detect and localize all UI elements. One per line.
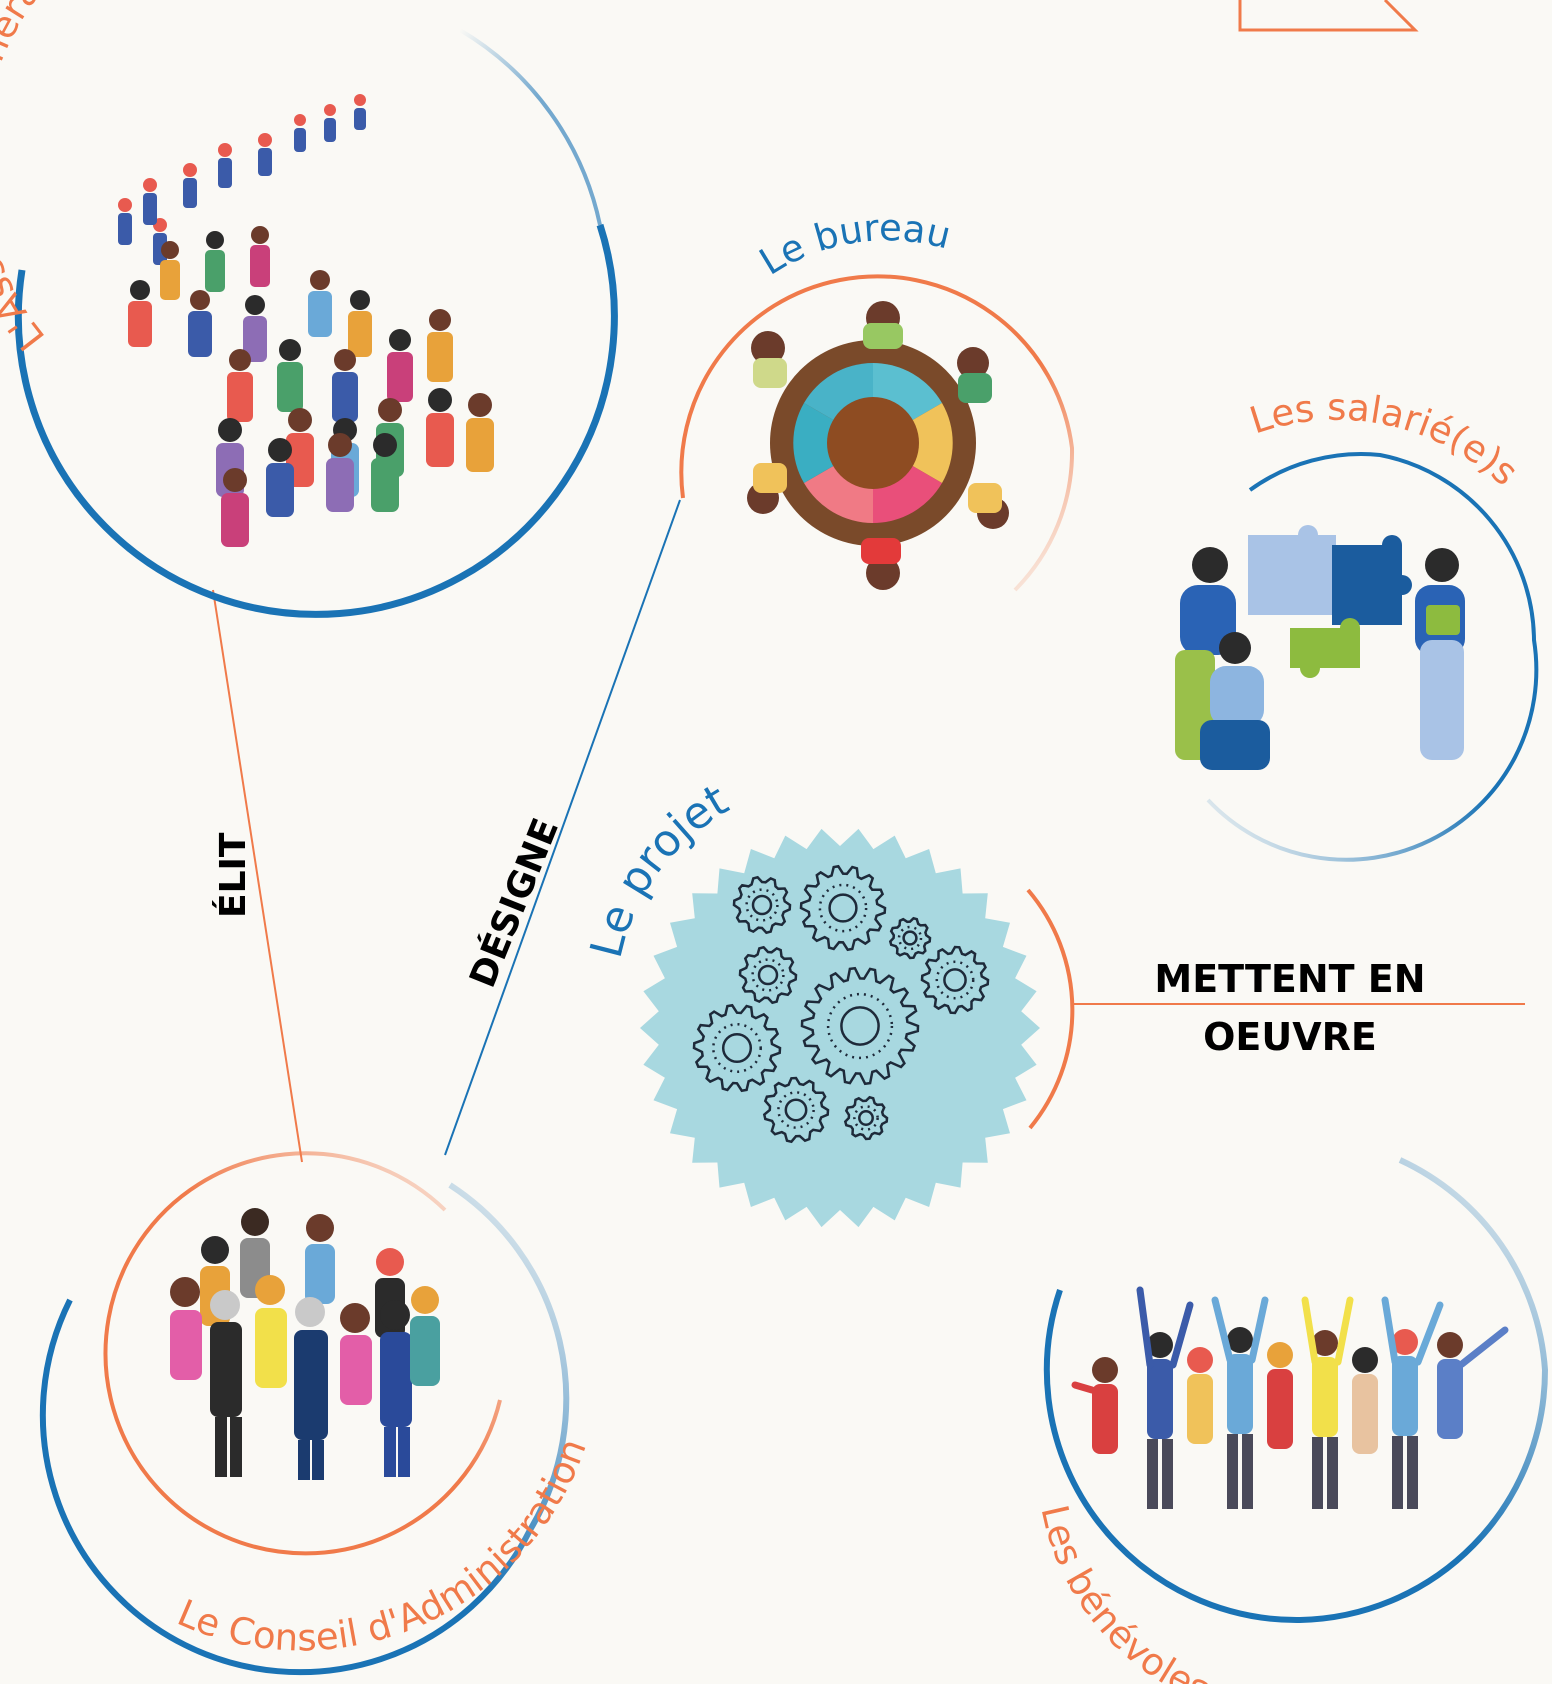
crowd-illustration	[118, 94, 494, 547]
benevoles-node: Les bénévoles	[1033, 1157, 1549, 1684]
gear-hub	[721, 1032, 753, 1064]
assemblee-label: L'Assemblée générale - Les Adhérents	[0, 0, 351, 358]
verb-mettent: METTENT EN OEUVRE	[1110, 950, 1470, 1066]
gear-dots	[826, 992, 894, 1060]
bureau-ring	[679, 274, 1075, 592]
gear-hub	[943, 968, 967, 992]
gear-dots	[777, 1091, 815, 1129]
board-group-illustration	[170, 1208, 440, 1480]
assemblee-node: L'Assemblée générale - Les Adhérents	[0, 0, 618, 618]
projet-badge	[640, 828, 1040, 1228]
gear-icon	[732, 875, 792, 935]
conseil-outer-ring	[39, 1182, 570, 1676]
gear-hub	[757, 964, 779, 986]
gear-icon	[799, 864, 887, 952]
gear-dots	[818, 883, 868, 933]
gears-icon	[692, 864, 990, 1144]
gear-icon	[888, 916, 932, 960]
gear-dots	[751, 958, 785, 992]
gear-dots	[897, 925, 923, 951]
bureau-label: Le bureau	[752, 206, 955, 283]
round-table-meeting-illustration	[747, 301, 1009, 590]
gear-hub	[902, 930, 918, 946]
conseil-inner-ring	[103, 1151, 502, 1556]
verb-mettent-line1: METTENT EN	[1154, 957, 1426, 1001]
projet-node: Le projet	[581, 775, 1075, 1228]
salaries-ring	[1206, 452, 1539, 862]
gear-hub	[840, 1006, 880, 1046]
verb-designe: DÉSIGNE	[461, 813, 567, 994]
gear-icon	[843, 1095, 889, 1141]
gear-dots	[935, 960, 975, 1000]
gear-hub	[751, 894, 773, 916]
gear-hub	[828, 893, 858, 923]
gear-icon	[762, 1076, 830, 1144]
gear-hub	[858, 1110, 874, 1126]
bureau-node: Le bureau	[679, 206, 1075, 592]
puzzle-team-illustration	[1175, 525, 1465, 770]
line-elit	[212, 589, 303, 1163]
gear-icon	[738, 945, 798, 1005]
gear-dots	[712, 1023, 762, 1073]
verb-elit: ÉLIT	[212, 832, 254, 918]
verb-mettent-line2: OEUVRE	[1203, 1015, 1377, 1059]
projet-bracket	[1026, 888, 1075, 1130]
line-designe	[444, 499, 681, 1156]
gear-icon	[920, 945, 990, 1015]
gear-hub	[784, 1098, 808, 1122]
gear-dots	[853, 1105, 879, 1131]
assemblee-ring	[14, 223, 618, 618]
salaries-node: Les salarié(e)s	[1175, 386, 1539, 862]
gear-dots	[745, 888, 779, 922]
corner-shape	[1238, 0, 1419, 32]
cheering-volunteers-illustration	[1071, 1286, 1509, 1509]
conseil-node: Le Conseil d'Administration	[39, 1151, 595, 1676]
salaries-label: Les salarié(e)s	[1245, 386, 1527, 494]
gear-icon	[692, 1003, 782, 1093]
gear-icon	[800, 966, 920, 1086]
benevoles-ring	[1043, 1157, 1549, 1624]
